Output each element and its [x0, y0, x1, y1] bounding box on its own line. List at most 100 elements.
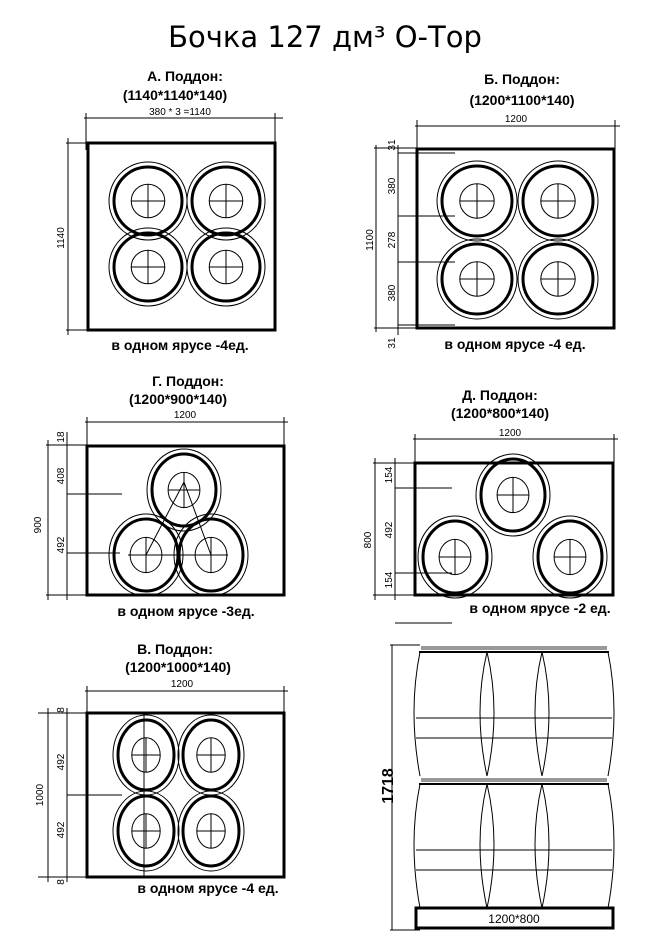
panel-a-size: (1140*1140*140)	[123, 87, 227, 103]
barrel-outline	[413, 651, 615, 777]
barrel-top-view	[436, 238, 518, 320]
barrel-top-view	[436, 160, 518, 242]
barrel-body-ring	[112, 231, 184, 303]
panel-b-dim-31-bottom: 31	[387, 337, 398, 349]
barrels-group	[108, 448, 249, 597]
panel-b-dim-31-top: 31	[387, 139, 398, 151]
barrel-lid-cross-icon	[540, 261, 576, 297]
barrel-body-ring	[536, 519, 604, 595]
barrel-lid-cross-icon	[131, 250, 165, 284]
barrel-outer-rim	[112, 790, 180, 872]
barrel-outer-rim	[436, 160, 518, 242]
panel-b-top-dim: 1200	[505, 114, 528, 125]
panel-b-size: (1200*1100*140)	[469, 92, 574, 108]
panel-a-title: А. Поддон:	[147, 68, 223, 84]
panel-d-dim-492: 492	[384, 521, 395, 538]
barrel-top-view	[177, 714, 245, 796]
barrel-outer-rim	[517, 160, 599, 242]
panel-d-top-dim: 1200	[499, 428, 522, 439]
panel-d-caption: в одном ярусе -2 ед.	[469, 600, 610, 616]
barrel-top-rim	[421, 646, 607, 650]
barrel-outline	[413, 783, 615, 909]
barrel-lid-cross-icon	[131, 737, 161, 773]
barrel-body-ring	[150, 452, 218, 528]
panel-d-dim-154-bottom: 154	[384, 571, 395, 588]
diagram-title: Бочка 127 дм³ О-Тор	[168, 20, 482, 54]
panel-d: Д. Поддон: (1200*800*140) 1200 800 154 4…	[363, 387, 618, 624]
panel-v: В. Поддон: (1200*1000*140) 1200 1000 8 4…	[35, 641, 288, 896]
barrel-body-ring	[181, 718, 241, 792]
stack-pallet-label: 1200*800	[488, 912, 540, 926]
panel-g-size: (1200*900*140)	[129, 391, 227, 407]
barrel-body-ring	[521, 242, 595, 316]
barrel-outer-rim	[517, 238, 599, 320]
barrel-lid-cross-icon	[554, 539, 586, 575]
barrel-top-view	[186, 227, 266, 307]
barrel-body-ring	[190, 231, 262, 303]
panel-b-dim-1100: 1100	[365, 229, 376, 251]
panel-b: Б. Поддон: (1200*1100*140) 1200 1100 31 …	[365, 71, 620, 352]
panel-g: Г. Поддон: (1200*900*140) 1200 900 18 40…	[33, 373, 288, 619]
panel-d-size: (1200*800*140)	[451, 405, 549, 421]
panel-v-dim-lines	[38, 686, 288, 882]
barrel-contour	[479, 651, 495, 777]
barrel-body-ring	[440, 164, 514, 238]
panel-g-pallet	[85, 444, 286, 597]
barrel-lid-cross-icon	[131, 813, 161, 849]
barrel-lid-cross-icon	[196, 813, 226, 849]
panel-d-pallet	[413, 461, 615, 597]
panel-v-top-dim: 1200	[171, 679, 194, 690]
barrel-top-view	[186, 161, 266, 241]
barrel-lid-cross-icon	[459, 261, 495, 297]
barrel-outer-rim	[436, 238, 518, 320]
barrel-top-view	[532, 515, 608, 599]
barrel-top-view	[517, 160, 599, 242]
panel-g-dim-18: 18	[56, 431, 67, 443]
barrels-group	[436, 160, 599, 320]
barrel-lid-cross-icon	[459, 183, 495, 219]
barrel-body-ring	[440, 242, 514, 316]
barrel-outer-rim	[417, 515, 493, 599]
barrel-body-ring	[181, 794, 241, 868]
panel-d-dim-lines	[373, 434, 618, 624]
barrel-top-view	[112, 790, 180, 872]
barrel-body-ring	[421, 519, 489, 595]
barrel-body-ring	[521, 164, 595, 238]
barrel-top-view	[177, 790, 245, 872]
panel-v-dim-492-top: 492	[56, 753, 67, 770]
barrels-group	[108, 161, 266, 307]
barrel-lid-cross-icon	[497, 477, 529, 513]
barrel-lid-cross-icon	[209, 250, 243, 284]
panel-g-title: Г. Поддон:	[152, 373, 224, 389]
panel-v-dim-8-top: 8	[56, 707, 67, 713]
barrel-top-view	[417, 515, 493, 599]
panel-v-size: (1200*1000*140)	[125, 659, 231, 675]
barrel-lid-cross-icon	[196, 737, 226, 773]
panel-g-center-lines	[128, 481, 228, 556]
panel-v-pallet	[85, 711, 286, 879]
barrel-body-ring	[479, 457, 547, 533]
panel-g-dim-408: 408	[56, 467, 67, 484]
stack-tiers	[413, 646, 615, 909]
barrel-outer-rim	[186, 161, 266, 241]
panel-g-top-dim: 1200	[174, 410, 197, 421]
panel-v-caption: в одном ярусе -4 ед.	[137, 880, 278, 896]
panel-v-dim-1000: 1000	[35, 783, 46, 806]
panel-b-pallet	[415, 147, 616, 330]
panel-b-dim-380-top: 380	[387, 177, 398, 194]
stack-height-dim-line	[390, 644, 420, 931]
barrel-contour	[534, 783, 550, 909]
barrel-hoop-band	[416, 717, 612, 739]
barrel-body-ring	[112, 165, 184, 237]
panel-g-caption: в одном ярусе -3ед.	[117, 603, 254, 619]
panel-a: А. Поддон: (1140*1140*140) 380 * 3 =1140…	[56, 68, 283, 353]
panel-b-dim-278: 278	[387, 231, 398, 248]
barrel-outer-rim	[146, 448, 222, 532]
barrel-contour	[534, 651, 550, 777]
barrel-top-view	[146, 448, 222, 532]
barrel-lid-cross-icon	[540, 183, 576, 219]
barrel-contour	[479, 783, 495, 909]
barrel-top-view	[517, 238, 599, 320]
panel-a-caption: в одном ярусе -4ед.	[111, 337, 248, 353]
